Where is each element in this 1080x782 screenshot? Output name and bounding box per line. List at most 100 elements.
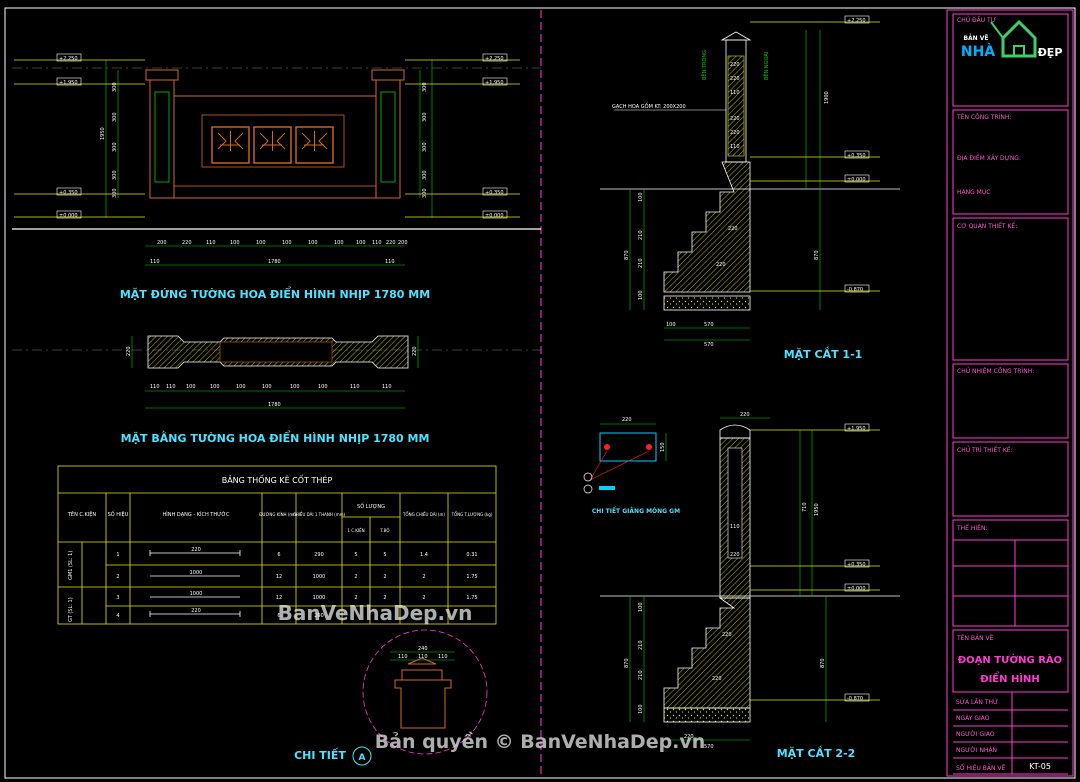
dim-label: 710 [802, 502, 808, 512]
table-cell: 1.75 [466, 595, 477, 601]
dim-label: 220 [740, 412, 750, 418]
table-header: ĐƯỜNG KÍNH (mm) [259, 512, 299, 517]
dim-label: 100 [356, 240, 366, 246]
tile-note: GẠCH HOA GỐM KT: 200X200 [612, 102, 686, 110]
outer-side-label: BÊN NGOÀI [762, 52, 770, 80]
dim-label: 220 [712, 676, 722, 682]
table-group: GT (SL: 1) [68, 597, 74, 622]
table-subheader: T.BỘ [379, 528, 389, 533]
table-cell: 1000 [313, 574, 326, 580]
tb-agency: CƠ QUAN THIẾT KẾ: [957, 222, 1017, 230]
table-cell: 290 [314, 552, 324, 558]
level-label: ±0.000 [847, 177, 866, 183]
table-title: BẢNG THỐNG KÊ CỐT THÉP [222, 473, 333, 485]
dim-label: 1950 [814, 503, 820, 516]
table-cell: 290 [314, 613, 324, 619]
dim-label: 100 [318, 384, 328, 390]
dim-label: 300 [112, 112, 118, 122]
dim-label: 100 [308, 240, 318, 246]
elevation-view [14, 53, 520, 266]
tb-project: TÊN CÔNG TRÌNH: [956, 113, 1011, 121]
rebar-table [57, 465, 497, 625]
dim-label: 220 [622, 417, 632, 423]
inner-side-label: BÊN TRONG [700, 50, 708, 80]
dim-label: 870 [624, 250, 630, 260]
table-cell: 220 [191, 547, 201, 553]
dim-label: 150 [660, 442, 666, 452]
dim-label: 100 [290, 384, 300, 390]
texts: MẶT ĐỨNG TƯỜNG HOA ĐIỂN HÌNH NHỊP 1780 M… [59, 16, 1062, 772]
dim-label: 100 [638, 704, 644, 714]
level-label: +0.350 [847, 562, 866, 568]
dim-label: 200 [157, 240, 167, 246]
dim-label: 110 [150, 384, 160, 390]
tile-frame [201, 114, 345, 168]
dim-label: 300 [112, 188, 118, 198]
dim-label: 110 [438, 654, 448, 660]
dim-label: 300 [422, 142, 428, 152]
table-cell: 1.75 [466, 574, 477, 580]
dim-label: 100 [334, 240, 344, 246]
watermark-center: BanVeNhaDep.vn [278, 601, 473, 625]
table-cell: 5 [354, 552, 357, 558]
table-header: SỐ HIỆU [108, 510, 129, 518]
sheet-frame [4, 7, 1076, 779]
dim-label: 110 [398, 654, 408, 660]
dim-label: 300 [112, 170, 118, 180]
dim-label: 300 [422, 188, 428, 198]
table-header: TỔNG T.LƯỢNG (kg) [451, 512, 493, 517]
dim-label: 110 [730, 144, 740, 150]
dim-label: 220 [730, 62, 740, 68]
dim-label: 110 [730, 90, 740, 96]
level-label: ±0.000 [59, 213, 78, 219]
tb-drawn: THỂ HIỆN: [956, 524, 987, 532]
table-cell: 220 [191, 608, 201, 614]
dim-label: 220 [722, 632, 732, 638]
dim-label: 300 [422, 82, 428, 92]
tb-drawing-name-2: ĐIỂN HÌNH [980, 670, 1040, 685]
table-cell: 2 [422, 574, 425, 580]
dim-label: 300 [112, 142, 118, 152]
tile-1 [211, 126, 250, 164]
dim-label: 220 [684, 734, 694, 740]
dim-label: 100 [638, 192, 644, 202]
table-cell: 1 [116, 552, 119, 558]
tb-pm: CHỦ NHIỆM CÔNG TRÌNH: [957, 367, 1034, 375]
table-cell: 6 [277, 613, 280, 619]
table-cell: 2 [422, 595, 425, 601]
section-2-2-view [600, 417, 900, 741]
table-header: HÌNH DẠNG - KÍCH THƯỚC [163, 511, 230, 518]
dim-label: 100 [638, 290, 644, 300]
dim-label: 210 [638, 258, 644, 268]
dim-label: 100 [186, 384, 196, 390]
level-label: ±0.000 [847, 586, 866, 592]
level-label: +0.350 [59, 190, 78, 196]
dim-label: 300 [422, 170, 428, 180]
left-pier [149, 79, 175, 199]
dim-label: 110 [166, 384, 176, 390]
beam-detail-view [583, 423, 667, 494]
tb-drawing-name-1: ĐOẠN TƯỜNG RÀO [958, 653, 1062, 666]
table-cell: 12 [276, 574, 282, 580]
tile-2 [253, 126, 292, 164]
elevation-title: MẶT ĐỨNG TƯỜNG HOA ĐIỂN HÌNH NHỊP 1780 M… [120, 286, 430, 301]
level-label: +1.950 [59, 80, 78, 86]
dim-label: 1780 [268, 402, 281, 408]
table-header: SỐ LƯỢNG [357, 502, 385, 510]
table-cell: 1000 [313, 595, 326, 601]
level-label: +2.250 [485, 56, 504, 62]
dim-label: 110 [206, 240, 216, 246]
dim-label: 100 [236, 384, 246, 390]
tb-owner: CHỦ ĐẦU TƯ [957, 16, 996, 24]
dim-label: 870 [624, 658, 630, 668]
dim-label: 1780 [268, 259, 281, 265]
tb-chief: CHỦ TRÌ THIẾT KẾ: [957, 446, 1013, 454]
dim-label: 200 [398, 240, 408, 246]
dim-label: 220 [728, 226, 738, 232]
level-label: -0.870 [847, 287, 863, 293]
level-label: -0.870 [847, 696, 863, 702]
table-cell: 3 [116, 595, 119, 601]
dim-label: 110 [382, 384, 392, 390]
dim-label: 220 [730, 76, 740, 82]
